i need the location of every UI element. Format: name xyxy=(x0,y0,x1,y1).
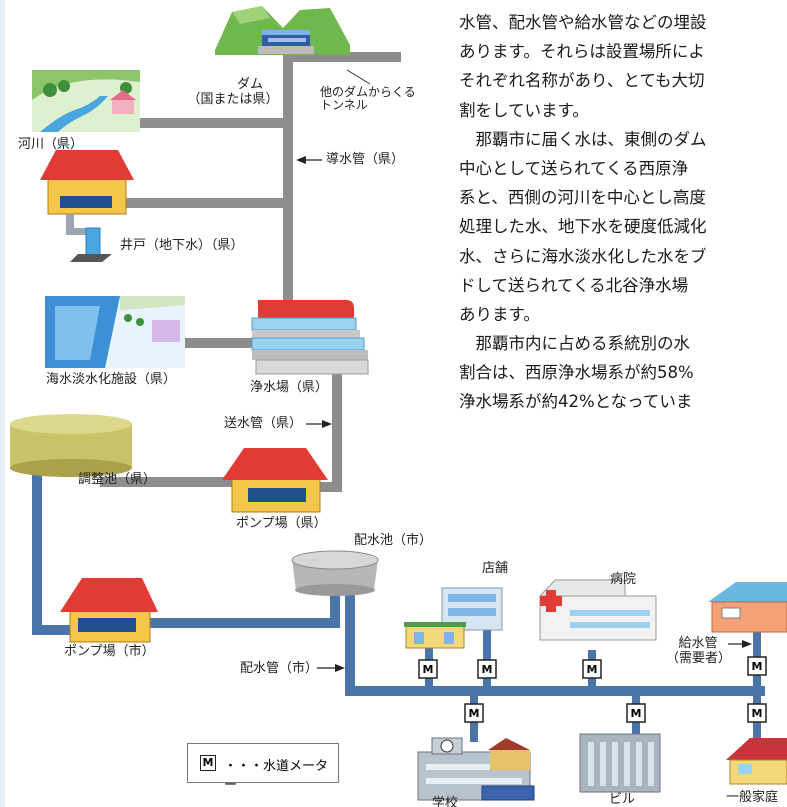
desal-pipe xyxy=(180,338,252,348)
meter-school: M xyxy=(464,703,484,723)
well-pipe xyxy=(115,198,285,208)
page-edge xyxy=(0,0,5,807)
label-desalination: 海水淡水化施設（県） xyxy=(46,372,177,387)
paragraph-line: 中心として送られてくる西原浄 xyxy=(459,158,689,178)
conduit-main-pipe xyxy=(283,52,293,302)
paragraph-line: 那覇市内に占める系統別の水 xyxy=(459,334,691,354)
label-distribution-pipe: 配水管（市） xyxy=(240,661,319,676)
label-supply-pipe: 送水管（県） xyxy=(224,416,303,431)
water-meters: M M M M M M M xyxy=(418,656,767,723)
label-distribution-reservoir: 配水池（市） xyxy=(354,533,433,548)
svg-text:M: M xyxy=(752,707,763,720)
paragraph-line: 割合は、西原浄水場系が約58% xyxy=(459,363,694,383)
label-well: 井戸（地下水）（県） xyxy=(120,238,244,253)
paragraph-line: 処理した水、地下水を硬度低減化 xyxy=(459,217,707,237)
tunnel-pipe xyxy=(293,52,401,62)
label-conduit: 導水管（県） xyxy=(326,152,405,167)
pond-to-pump-pipe xyxy=(100,477,240,487)
river-pipe xyxy=(140,118,285,128)
school-illustration xyxy=(417,737,535,801)
label-household: 一般家庭 xyxy=(726,790,779,805)
river-illustration xyxy=(32,70,140,132)
label-building: ビル xyxy=(609,792,636,807)
dam-illustration xyxy=(215,6,350,55)
household-illustration xyxy=(726,738,787,785)
meter-house: M xyxy=(747,656,767,676)
store-illustration xyxy=(404,587,503,649)
supply-pipe-to-pump xyxy=(318,482,342,492)
paragraph-line: 水管、配水管や給水管などの埋設 xyxy=(459,13,707,32)
meter-store-b: M xyxy=(477,659,497,679)
house-top-illustration xyxy=(708,582,787,633)
paragraph-line: 那覇市に届く水は、東側のダム xyxy=(459,129,707,149)
label-tunnel: 他のダムからくる トンネル xyxy=(320,85,416,112)
reservoir-inlet-pipe xyxy=(330,590,340,628)
well-station-illustration xyxy=(40,150,134,262)
svg-text:M: M xyxy=(469,707,480,720)
label-hospital: 病院 xyxy=(610,572,637,587)
legend-box: M ・・・水道メーター xyxy=(187,743,339,793)
supply-pipe-vertical xyxy=(332,348,342,490)
hospital-illustration xyxy=(538,579,657,641)
pump-to-reservoir-pipe xyxy=(145,618,340,628)
label-regulating-pond: 調整池（県） xyxy=(78,472,157,487)
paragraph-line: 系と、西側の河川を中心とし高度 xyxy=(459,188,706,208)
pump-station-pref-illustration xyxy=(222,448,328,513)
svg-text:M: M xyxy=(587,663,598,676)
distribution-main-vertical xyxy=(345,590,355,695)
prefecture-pipes xyxy=(100,52,401,492)
paragraph-line: ドして送られてくる北谷浄水場 xyxy=(459,275,689,295)
meter-hospital: M xyxy=(582,659,602,679)
desalination-illustration xyxy=(45,296,185,368)
label-pump-station-city: ポンプ場（市） xyxy=(64,644,155,659)
label-dam-owner: （国または県） xyxy=(187,92,279,107)
regulating-pond-illustration xyxy=(10,414,132,477)
svg-text:M: M xyxy=(631,707,642,720)
label-purification-plant: 浄水場（県） xyxy=(250,380,329,395)
label-dam: ダム xyxy=(236,77,263,92)
pond-outlet-pipe xyxy=(32,467,42,635)
distribution-main-horizontal xyxy=(345,686,765,696)
legend-meter-text: ・・・水道メーター xyxy=(224,759,329,793)
paragraph-line: あります。それらは設置場所によ xyxy=(459,42,705,62)
meter-household: M xyxy=(747,703,767,723)
branch-house xyxy=(753,620,761,688)
svg-text:M: M xyxy=(423,663,434,676)
label-store: 店舗 xyxy=(482,561,509,576)
label-river: 河川（県） xyxy=(18,137,84,152)
purification-plant-illustration xyxy=(251,300,369,375)
paragraph-line: あります。 xyxy=(459,304,540,324)
body-paragraph: 水管、配水管や給水管などの埋設 あります。それらは設置場所によ それぞれ名称があ… xyxy=(459,8,787,417)
distribution-reservoir-illustration xyxy=(291,550,379,596)
pipe-to-city-pump xyxy=(32,625,77,635)
label-school: 学校 xyxy=(432,796,459,807)
svg-text:M: M xyxy=(752,660,763,673)
paragraph-line: 割をしています。 xyxy=(459,100,589,120)
office-building-illustration xyxy=(579,733,661,793)
label-service-pipe: 給水管 （需要者） xyxy=(666,636,732,666)
paragraph-line: 浄水場系が約42%となっていま xyxy=(459,392,693,412)
meter-building: M xyxy=(626,703,646,723)
legend-meter-symbol: M xyxy=(200,755,216,771)
svg-text:M: M xyxy=(482,663,493,676)
paragraph-line: それぞれ名称があり、とても大切 xyxy=(459,71,705,91)
paragraph-line: 水、さらに海水淡水化した水をブ xyxy=(459,246,707,266)
meter-store-a: M xyxy=(418,659,438,679)
pump-station-city-illustration xyxy=(60,578,158,643)
branch-store-b xyxy=(483,615,491,688)
label-pointers xyxy=(296,69,752,672)
label-pump-station-pref: ポンプ場（県） xyxy=(236,516,327,531)
